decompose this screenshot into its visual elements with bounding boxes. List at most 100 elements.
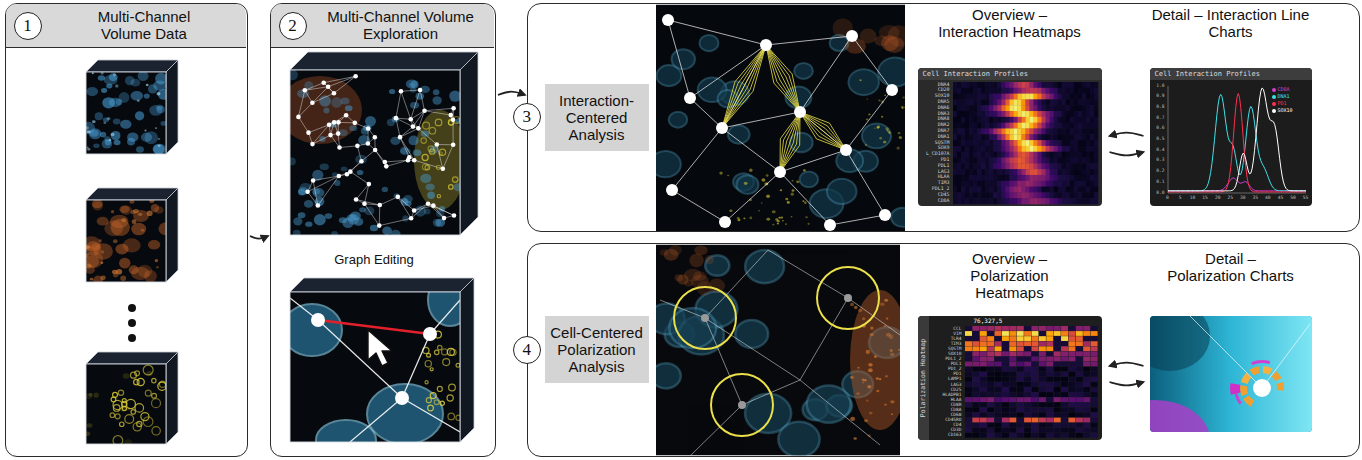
axis-tick-label: 45	[1274, 195, 1286, 201]
cell-blob	[331, 231, 338, 235]
cube-side-face	[166, 60, 178, 154]
polarization-radius	[711, 374, 773, 436]
interaction-mesh	[722, 45, 766, 128]
heatmap-cell	[1053, 382, 1060, 387]
graph-node	[344, 113, 349, 118]
cell-blob	[878, 100, 880, 102]
heatmap-cell	[972, 351, 979, 356]
heatmap-cell	[965, 427, 972, 432]
heatmap-cell	[1029, 122, 1033, 128]
cell-ring	[430, 393, 436, 399]
cell-blob	[803, 169, 806, 171]
cell-blob	[889, 335, 893, 339]
heatmap-cell	[1016, 422, 1023, 427]
graph-edge	[690, 405, 742, 456]
cell-blob	[416, 93, 425, 100]
heatmap-cell	[1016, 376, 1023, 381]
heatmap-cell	[972, 392, 979, 397]
heatmap-cell	[1031, 407, 1038, 412]
heatmap-cell	[979, 402, 986, 407]
cell-blob	[144, 130, 146, 132]
heatmap-cell	[1001, 198, 1005, 204]
cell-blob	[885, 375, 888, 378]
heatmap-cell	[1065, 157, 1069, 163]
heatmap-cell	[1005, 82, 1009, 88]
cell-body	[848, 69, 878, 95]
heatmap-cell	[985, 105, 989, 111]
heatmap-cell	[1024, 361, 1031, 366]
heatmap-cell	[953, 140, 957, 146]
heatmap-cell	[961, 116, 965, 122]
panel-title: Multi-Channel Volume Exploration	[326, 8, 476, 42]
heatmap-cell	[1065, 192, 1069, 198]
graph-edge	[400, 137, 409, 157]
heatmap-cell	[1031, 412, 1038, 417]
graph-node	[336, 120, 341, 125]
heatmap-cell	[957, 169, 961, 175]
heatmap-cell	[1025, 169, 1029, 175]
axis-tick-label: 0.6	[1151, 125, 1165, 131]
cell-blob	[158, 138, 161, 140]
heatmap-cell	[1013, 163, 1017, 169]
interaction-mesh	[800, 112, 846, 150]
cube-front-face	[86, 72, 166, 154]
heatmap-cell	[1089, 122, 1093, 128]
cell-blob	[413, 150, 422, 157]
cube-side-face	[460, 52, 478, 235]
heatmap-cell	[989, 82, 993, 88]
axis-tick-label: 0.7	[1151, 115, 1165, 121]
heatmap-cell	[1021, 82, 1025, 88]
heatmap-cell	[993, 157, 997, 163]
heatmap-cell	[1061, 174, 1065, 180]
heatmap-cell	[1037, 99, 1041, 105]
heatmap-cell	[1045, 157, 1049, 163]
heatmap-cell	[1009, 134, 1013, 140]
heatmap-cell	[989, 198, 993, 204]
cell-body	[778, 422, 819, 456]
cell-blob	[124, 439, 131, 444]
heatmap-cell	[1029, 116, 1033, 122]
cell-blob	[899, 136, 902, 139]
heatmap-cell	[953, 145, 957, 151]
heatmap-cell	[965, 361, 972, 366]
heatmap-cell	[1061, 134, 1065, 140]
heatmap-cell	[1083, 382, 1090, 387]
heatmap-cell	[1081, 87, 1085, 93]
flow-arrow	[1110, 382, 1144, 385]
heatmap-cell	[989, 111, 993, 117]
heatmap-cell	[1001, 326, 1008, 331]
heatmap-cell	[1083, 402, 1090, 407]
heatmap-cell	[1093, 151, 1097, 157]
panel-title: Multi-Channel Volume Data	[82, 8, 207, 42]
heatmap-cell	[1053, 331, 1060, 336]
heatmap-cell	[1001, 417, 1008, 422]
heatmap-cell	[1077, 87, 1081, 93]
graph-edge	[318, 320, 402, 398]
cell-blob	[766, 218, 770, 221]
heatmap-cell	[969, 140, 973, 146]
heatmap-cell	[1001, 186, 1005, 192]
cell-blob	[290, 157, 296, 165]
cell-blob	[138, 213, 142, 216]
heatmap-cell	[972, 346, 979, 351]
heatmap-cell	[1075, 346, 1082, 351]
cell-blob	[868, 114, 871, 116]
cell-blob	[859, 79, 861, 81]
heatmap-cell	[1016, 361, 1023, 366]
heatmap-cell	[1061, 366, 1068, 371]
heatmap-cell	[972, 341, 979, 346]
heatmap-cell	[1069, 99, 1073, 105]
heatmap-cell	[965, 93, 969, 99]
heatmap-cell	[965, 134, 969, 140]
cell-blob	[791, 180, 793, 182]
graph-node	[426, 201, 431, 206]
graph-node	[310, 101, 315, 106]
heatmap-cell	[965, 140, 969, 146]
heatmap-cell	[1090, 412, 1097, 417]
cell-blob	[93, 144, 100, 149]
heatmap-cell	[1069, 87, 1073, 93]
heatmap-cell	[1016, 366, 1023, 371]
heatmap-cell	[1065, 111, 1069, 117]
heatmap-cell	[994, 346, 1001, 351]
cell-blob	[153, 144, 166, 154]
